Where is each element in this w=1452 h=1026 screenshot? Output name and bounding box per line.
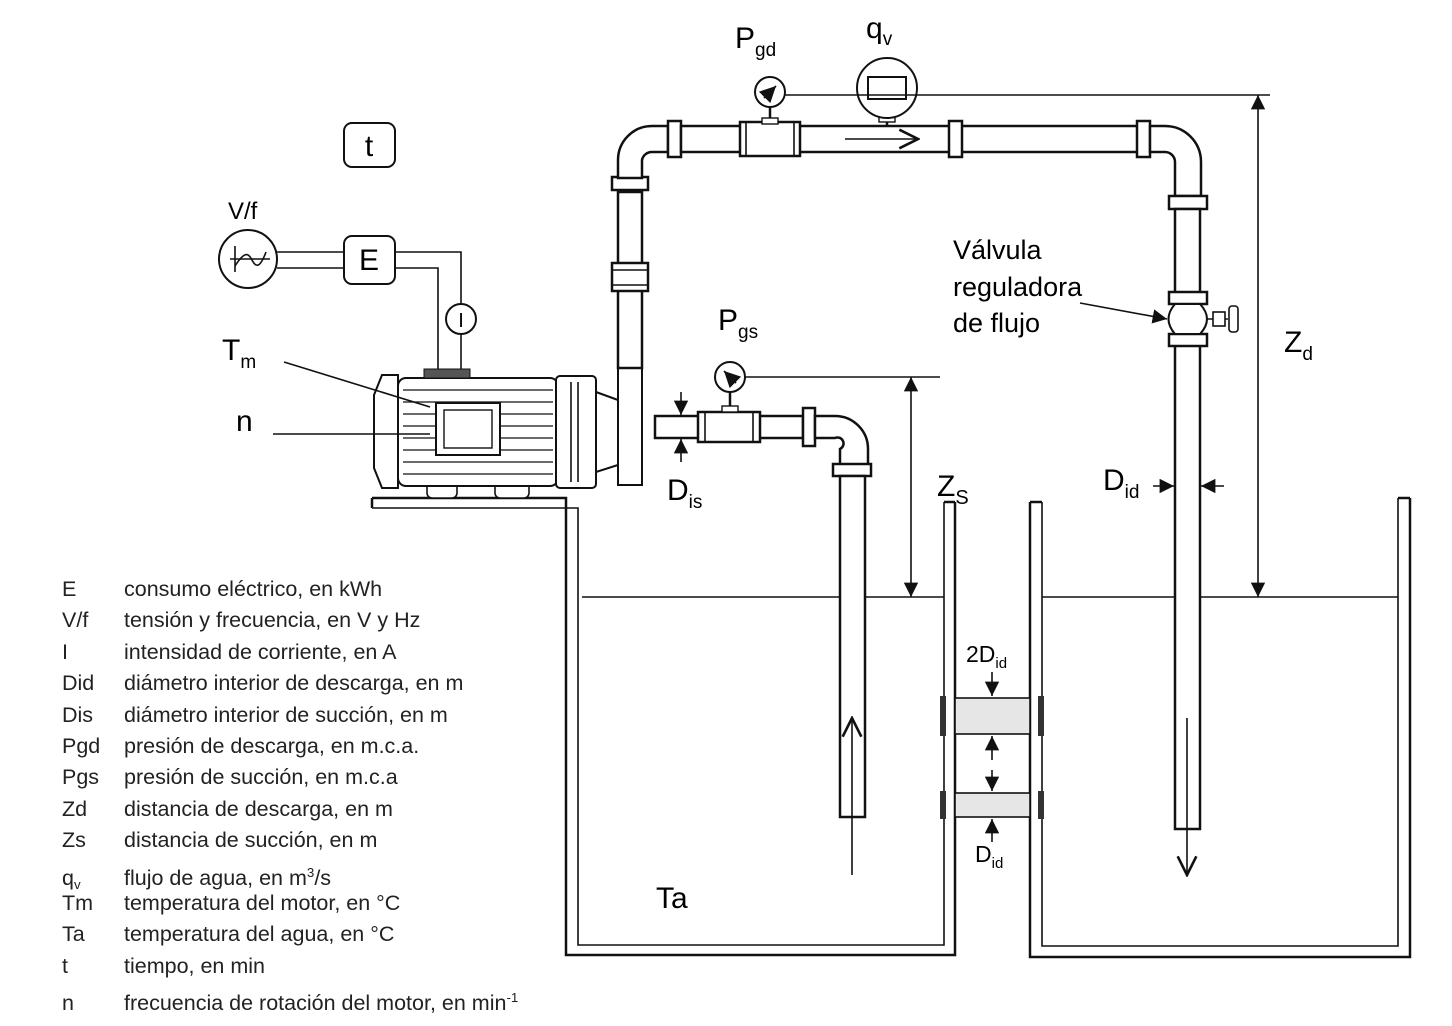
valve-leader	[1079, 302, 1168, 324]
label-valve-line1: Válvula	[953, 235, 1043, 265]
energy-meter	[343, 235, 396, 285]
wiring	[277, 251, 462, 369]
time-box	[343, 122, 396, 168]
flow-meter	[856, 57, 918, 126]
right-tank	[1028, 496, 1412, 959]
label-i: I	[458, 310, 464, 332]
label-qv: qv	[866, 12, 893, 50]
label-pgd: Pgd	[735, 22, 776, 61]
label-zd: Zd	[1284, 326, 1313, 365]
discharge-pipe	[610, 119, 1209, 875]
label-valve-line2: reguladora	[953, 272, 1083, 302]
label-dis: Dis	[667, 474, 702, 513]
label-t: t	[365, 130, 374, 163]
label-n: n	[236, 405, 253, 438]
flow-regulating-valve	[1167, 290, 1239, 348]
label-e: E	[359, 244, 379, 277]
label-pgs: Pgs	[718, 304, 758, 343]
pump-casing	[617, 367, 643, 486]
discharge-pressure-gauge	[754, 76, 786, 125]
suction-pressure-gauge	[714, 361, 746, 413]
label-vf: V/f	[228, 198, 258, 225]
label-2did: 2Did	[966, 641, 1007, 672]
label-ta: Ta	[656, 882, 688, 915]
dimension-zd	[785, 94, 1270, 597]
connecting-channels	[940, 672, 1044, 842]
dimension-zs	[745, 376, 940, 597]
label-tm: Tm	[222, 334, 256, 373]
label-did: Did	[1103, 464, 1139, 503]
ammeter	[445, 303, 477, 335]
motor	[373, 368, 619, 499]
label-zs: ZS	[937, 470, 969, 509]
tm-leader	[283, 361, 431, 408]
label-valve-line3: de flujo	[953, 308, 1040, 338]
suction-pipe	[653, 406, 873, 875]
label-did-bottom: Did	[975, 841, 1003, 872]
vf-meter	[218, 229, 278, 289]
